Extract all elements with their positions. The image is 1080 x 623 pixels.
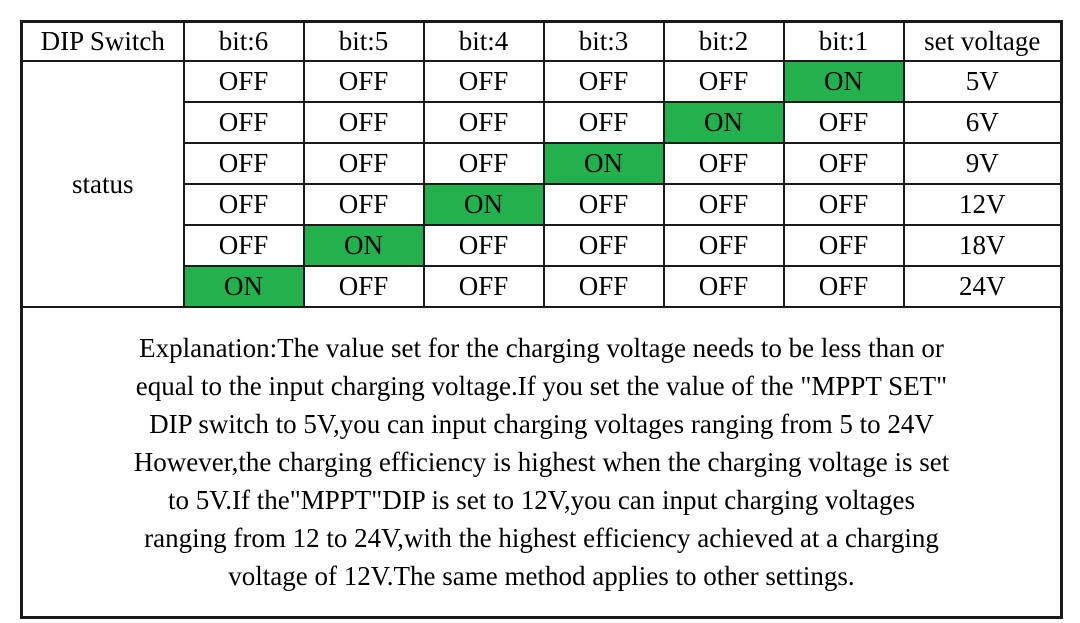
header-set-voltage: set voltage	[902, 20, 1063, 62]
table-row: OFF OFF OFF OFF ON OFF 6V	[22, 101, 1063, 144]
explanation-line: voltage of 12V.The same method applies t…	[228, 561, 855, 591]
bit-cell: OFF	[662, 60, 785, 103]
explanation-line: DIP switch to 5V,you can input charging …	[149, 409, 934, 439]
voltage-cell: 18V	[902, 224, 1063, 267]
table-row: OFF OFF ON OFF OFF OFF 12V	[22, 183, 1063, 226]
table-row: OFF OFF OFF ON OFF OFF 9V	[22, 142, 1063, 185]
bit-cell: OFF	[302, 101, 425, 144]
bit-cell: OFF	[422, 101, 545, 144]
bit-cell: OFF	[302, 142, 425, 185]
bit-cell: OFF	[662, 265, 785, 308]
explanation-line: ranging from 12 to 24V,with the highest …	[144, 523, 939, 553]
header-bit4: bit:4	[422, 20, 545, 62]
header-row: DIP Switch bit:6 bit:5 bit:4 bit:3 bit:2…	[20, 20, 1063, 62]
bit-cell: ON	[422, 183, 545, 226]
header-bit2: bit:2	[662, 20, 785, 62]
voltage-cell: 12V	[902, 183, 1063, 226]
table-row: ON OFF OFF OFF OFF OFF 24V	[22, 265, 1063, 308]
bit-cell: OFF	[662, 224, 785, 267]
bit-cell: OFF	[302, 183, 425, 226]
status-label: status	[20, 60, 185, 308]
voltage-cell: 24V	[902, 265, 1063, 308]
bit-cell: OFF	[542, 265, 665, 308]
bit-cell: OFF	[182, 101, 305, 144]
bit-cell: OFF	[422, 142, 545, 185]
voltage-cell: 5V	[902, 60, 1063, 103]
explanation-line: However,the charging efficiency is highe…	[133, 447, 950, 477]
bit-cell: OFF	[542, 183, 665, 226]
explanation-line: equal to the input charging voltage.If y…	[135, 371, 948, 401]
explanation-cell: Explanation:The value set for the chargi…	[20, 306, 1063, 619]
explanation-line: to 5V.If the"MPPT"DIP is set to 12V,you …	[167, 485, 915, 515]
bit-cell: ON	[542, 142, 665, 185]
bit-cell: OFF	[662, 183, 785, 226]
bit-cell: ON	[302, 224, 425, 267]
bit-cell: OFF	[542, 101, 665, 144]
bit-cell: OFF	[182, 142, 305, 185]
bit-cell: OFF	[422, 60, 545, 103]
header-bit3: bit:3	[542, 20, 665, 62]
bit-cell: OFF	[182, 224, 305, 267]
bit-cell: OFF	[182, 60, 305, 103]
table-row: status OFF OFF OFF OFF OFF ON 5V	[20, 60, 1063, 308]
bit-cell: OFF	[782, 224, 905, 267]
header-dip-switch: DIP Switch	[20, 20, 185, 62]
voltage-cell: 9V	[902, 142, 1063, 185]
bit-cell: OFF	[542, 224, 665, 267]
bit-cell: OFF	[302, 60, 425, 103]
header-bit6: bit:6	[182, 20, 305, 62]
bit-cell: ON	[782, 60, 905, 103]
explanation-line: Explanation:The value set for the chargi…	[139, 333, 944, 363]
bit-cell: OFF	[542, 60, 665, 103]
bit-cell: OFF	[782, 183, 905, 226]
explanation-row: Explanation:The value set for the chargi…	[20, 306, 1063, 619]
bit-cell: ON	[662, 101, 785, 144]
bit-cell: OFF	[422, 224, 545, 267]
bit-cell: ON	[182, 265, 305, 308]
bit-cell: OFF	[182, 183, 305, 226]
bit-cell: OFF	[782, 142, 905, 185]
table-row: OFF ON OFF OFF OFF OFF 18V	[22, 224, 1063, 267]
voltage-cell: 6V	[902, 101, 1063, 144]
bit-cell: OFF	[422, 265, 545, 308]
bit-cell: OFF	[302, 265, 425, 308]
bit-cell: OFF	[782, 101, 905, 144]
explanation-text: Explanation:The value set for the chargi…	[33, 329, 1050, 595]
header-bit5: bit:5	[302, 20, 425, 62]
dip-switch-table: DIP Switch bit:6 bit:5 bit:4 bit:3 bit:2…	[20, 20, 1063, 619]
bit-cell: OFF	[662, 142, 785, 185]
bit-cell: OFF	[782, 265, 905, 308]
header-bit1: bit:1	[782, 20, 905, 62]
